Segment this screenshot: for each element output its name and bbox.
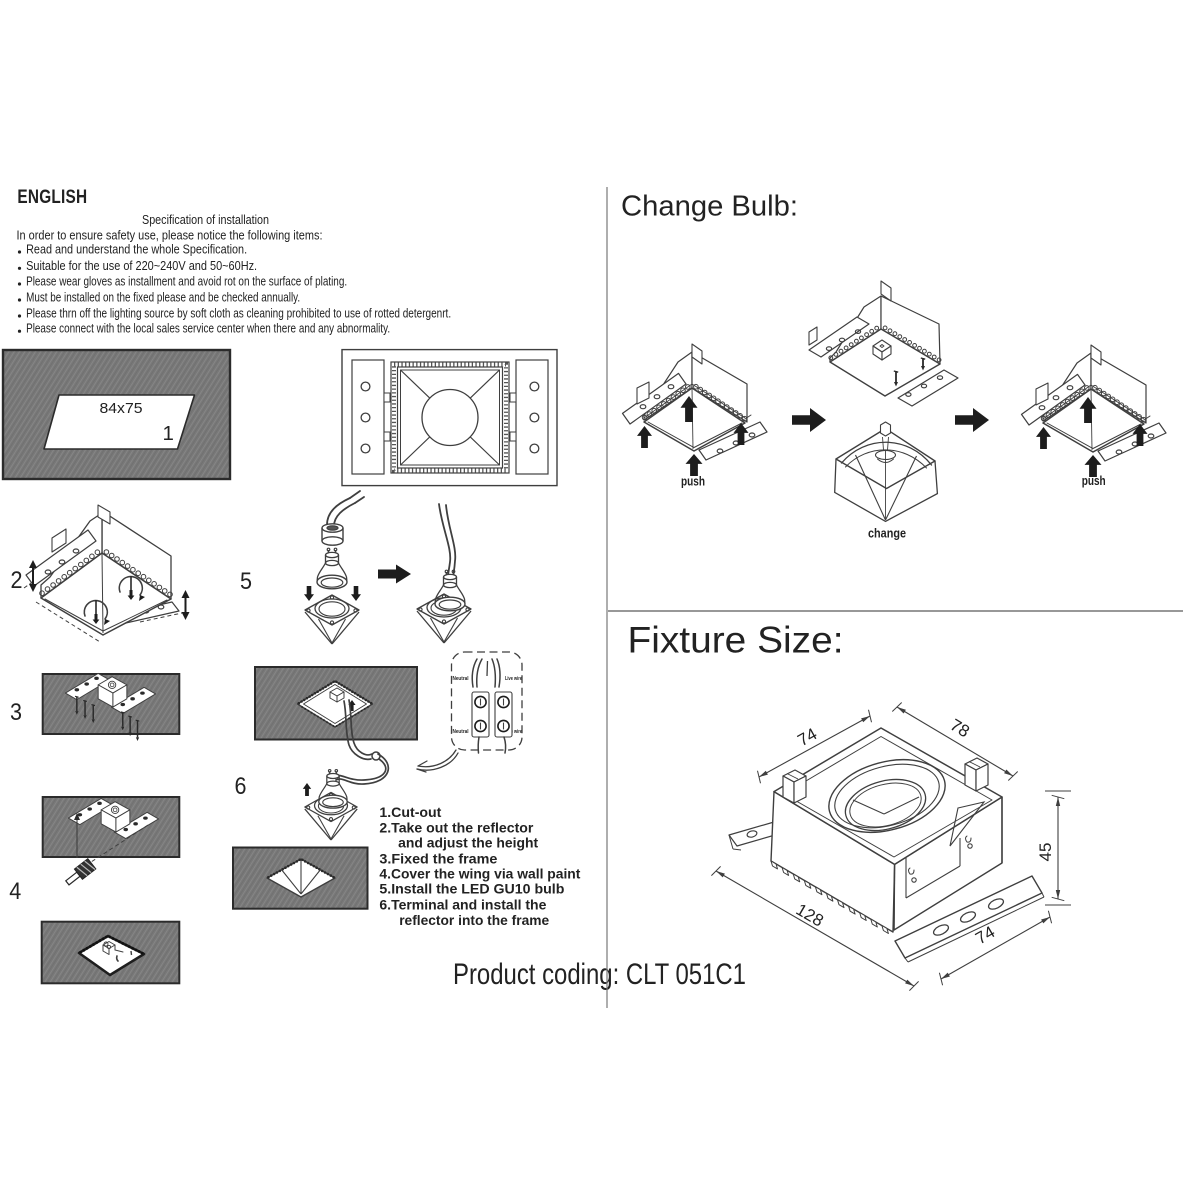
svg-text:1.Cut-out: 1.Cut-out bbox=[379, 804, 441, 820]
svg-text:Neutral: Neutral bbox=[453, 729, 469, 735]
svg-text:Suitable for the use of 220~24: Suitable for the use of 220~240V and 50~… bbox=[26, 258, 257, 273]
svg-text:45: 45 bbox=[1036, 843, 1055, 862]
svg-text:84x75: 84x75 bbox=[100, 400, 143, 417]
svg-text:Specification of installation: Specification of installation bbox=[142, 213, 269, 227]
svg-text:5: 5 bbox=[240, 568, 252, 595]
svg-text:push: push bbox=[681, 474, 705, 489]
svg-text:ENGLISH: ENGLISH bbox=[17, 186, 87, 208]
svg-text:Read and understand the whole: Read and understand the whole Specificat… bbox=[26, 242, 247, 257]
svg-text:push: push bbox=[1082, 473, 1106, 488]
svg-text:reflector into the frame: reflector into the frame bbox=[399, 912, 549, 928]
svg-text:Please wear gloves as installm: Please wear gloves as installment and av… bbox=[26, 274, 347, 289]
svg-text:6.Terminal and install the: 6.Terminal and install the bbox=[379, 897, 546, 913]
svg-text:2.Take out the reflector: 2.Take out the reflector bbox=[379, 820, 534, 836]
svg-text:5.Install the LED GU10 bulb: 5.Install the LED GU10 bulb bbox=[379, 881, 564, 897]
svg-text:Live wire: Live wire bbox=[505, 729, 522, 735]
svg-text:2: 2 bbox=[11, 567, 23, 594]
svg-text:change: change bbox=[868, 526, 906, 541]
svg-text:3: 3 bbox=[10, 699, 22, 726]
svg-text:1: 1 bbox=[163, 422, 174, 445]
svg-text:Live wire: Live wire bbox=[505, 676, 522, 682]
svg-text:In order to ensure safety use,: In order to ensure safety use, please no… bbox=[17, 228, 323, 243]
svg-text:Neutral: Neutral bbox=[453, 676, 469, 682]
svg-text:Change Bulb:: Change Bulb: bbox=[621, 191, 798, 223]
svg-text:and adjust the height: and adjust the height bbox=[398, 835, 538, 851]
svg-text:Must be installed on the fixed: Must be installed on the fixed please an… bbox=[26, 290, 300, 305]
svg-text:6: 6 bbox=[235, 773, 247, 800]
svg-text:Fixture Size:: Fixture Size: bbox=[628, 620, 844, 661]
svg-text:4.Cover the wing via wall pain: 4.Cover the wing via wall paint bbox=[379, 866, 580, 882]
svg-text:Please thrn off the lighting s: Please thrn off the lighting source by s… bbox=[26, 306, 451, 321]
svg-text:Product coding: CLT 051C1: Product coding: CLT 051C1 bbox=[453, 958, 746, 991]
svg-text:4: 4 bbox=[9, 878, 21, 905]
svg-text:Please connect with the local: Please connect with the local sales serv… bbox=[26, 321, 390, 336]
svg-text:3.Fixed the frame: 3.Fixed the frame bbox=[379, 850, 497, 866]
